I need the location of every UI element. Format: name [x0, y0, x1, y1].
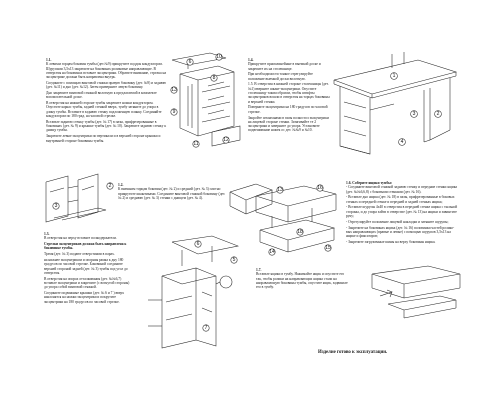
callout-label: 7 [205, 325, 208, 331]
paragraph: Тремя (дет. № 3) подают отверстиями в па… [44, 252, 115, 257]
callout-label: 1 [393, 73, 396, 79]
paragraph: Дно закрепите винтовой стяжкой вплотную … [46, 91, 157, 100]
list-item: - Вставьте дно ящика (дет. № 18) в пазы,… [346, 195, 455, 204]
section-number: 1.7. [256, 268, 262, 272]
paragraph: Соедините с помощью винтовой стяжки прав… [46, 80, 167, 90]
list-item: - Соедините винтовой стяжкой заднюю стен… [346, 185, 457, 194]
section-number: 1.6. [346, 181, 352, 185]
diagram-desk-assembly: 1 2 3 4 [333, 52, 457, 155]
diagram-bottom-panel [229, 183, 273, 215]
callout-label: 4 [401, 139, 404, 145]
diagram-drawer-assembly: 13 16 18 15 14 [255, 184, 337, 256]
paragraph: В отверстия на перху вставьте полкодержа… [44, 236, 117, 241]
section-1-3-text: 1.3. В отверстия на перху вставьте полко… [44, 232, 130, 305]
callout-label: 13 [171, 87, 177, 93]
section-number: 1.2. [118, 183, 124, 187]
section-1-1-text: 1.1. К левимм горцам боковин тумбы (дет.… [46, 58, 168, 144]
paragraph: на нижнее эксцентриком и опорная рамка к… [44, 257, 128, 275]
callout-markers: 1 2 3 4 [390, 72, 442, 146]
paragraph: К левимм горцам боковин тумбы (дет.№9) п… [46, 62, 167, 80]
paragraph: 1.5. В отверстия в нижней стороне столеш… [248, 82, 330, 104]
paragraph: Стрелки эксцентриков должна быть направл… [44, 242, 127, 251]
callout-label: 6 [189, 59, 192, 65]
callout-label: 18 [297, 229, 303, 235]
completion-note: Изделие готово к эксплуатации. [318, 350, 388, 355]
paragraph: Вставьте заднюю стенку тумбы (дет. № 17)… [46, 119, 167, 133]
section-number: 1.4. [248, 58, 254, 62]
callout-label: 3 [55, 203, 58, 209]
callout-markers: 13 16 18 15 14 [268, 184, 332, 256]
section-number: 1.3. [44, 232, 50, 236]
paragraph: Прикрутите прямолинейные в выемкой доске… [248, 62, 321, 71]
callout-label: 16 [317, 185, 323, 191]
callout-markers: 2 3 [52, 182, 114, 210]
callout-label: 3 [413, 111, 416, 117]
list-item: - Отрегулируйте положение лицевой наклад… [346, 219, 449, 224]
callout-label: 2 [109, 183, 112, 189]
paragraph: К внешним торцам боковин (дет. № 2) и ср… [118, 187, 226, 200]
callout-label: 13 [277, 187, 283, 193]
section-1-7-text: 1.7. Вставьте ящики в тумбу. Нажимайте я… [256, 268, 350, 291]
callout-label: 5 [233, 257, 236, 263]
section-title: Соберите ящики тумбы: [352, 181, 393, 185]
section-1-4-text: 1.4. Прикрутите прямолинейные в выемкой … [248, 58, 330, 134]
section-1-2-text: 1.2. К внешним торцам боковин (дет. № 2)… [118, 183, 226, 202]
callout-label: 8 [213, 75, 216, 81]
callout-label: 15 [325, 245, 331, 251]
paragraph: Соедините подвижные крышки (дет. № 6 и 7… [44, 291, 125, 304]
callout-label: 2 [437, 111, 440, 117]
paragraph: В отверстия на опорах отталкивания (дет.… [44, 276, 130, 290]
section-1-6-text: 1.6. Соберите ящики тумбы: - Соедините в… [346, 181, 458, 246]
paragraph: Поверните эксцентрики на 180 градусов по… [248, 105, 328, 114]
diagram-shelf-supports: 5 6 7 [148, 235, 239, 349]
callout-label: 14 [269, 249, 275, 255]
callout-markers: 5 6 7 [194, 240, 238, 332]
paragraph: Закройте штанганами в пазы полкостол экс… [248, 115, 329, 133]
callout-label: 6 [197, 241, 200, 247]
section-number: 1.1. [46, 58, 52, 62]
paragraph: Закрепите левые эксцентрики по вертикали… [46, 134, 161, 143]
paragraph: Вставьте ящики в тумбу. Нажимайте ящик и… [256, 272, 348, 290]
callout-label: 10 [216, 54, 222, 60]
callout-label: 11 [193, 141, 198, 147]
list-item: - Вставьте шурупы 4х40 в отверстия в пер… [346, 205, 458, 219]
callout-label: 12 [223, 137, 229, 143]
paragraph: При необходимости тонкое отрегулируйте п… [248, 72, 313, 81]
diagram-side-panels: 2 3 [45, 173, 114, 223]
diagram-drawer-insertion [371, 265, 461, 319]
list-item: - Закрепите на боковинах ящика (дет. № 1… [346, 225, 455, 239]
callout-markers: 6 10 13 9 8 12 11 [170, 53, 230, 148]
callout-label: 9 [173, 109, 176, 115]
diagram-pedestal-carcass: 6 10 13 9 8 12 11 [170, 52, 241, 148]
paragraph: В отверстия на нижней стороне тумбы закр… [46, 101, 162, 119]
list-item: - Закрепите загруженные шины на верху бо… [346, 240, 436, 245]
